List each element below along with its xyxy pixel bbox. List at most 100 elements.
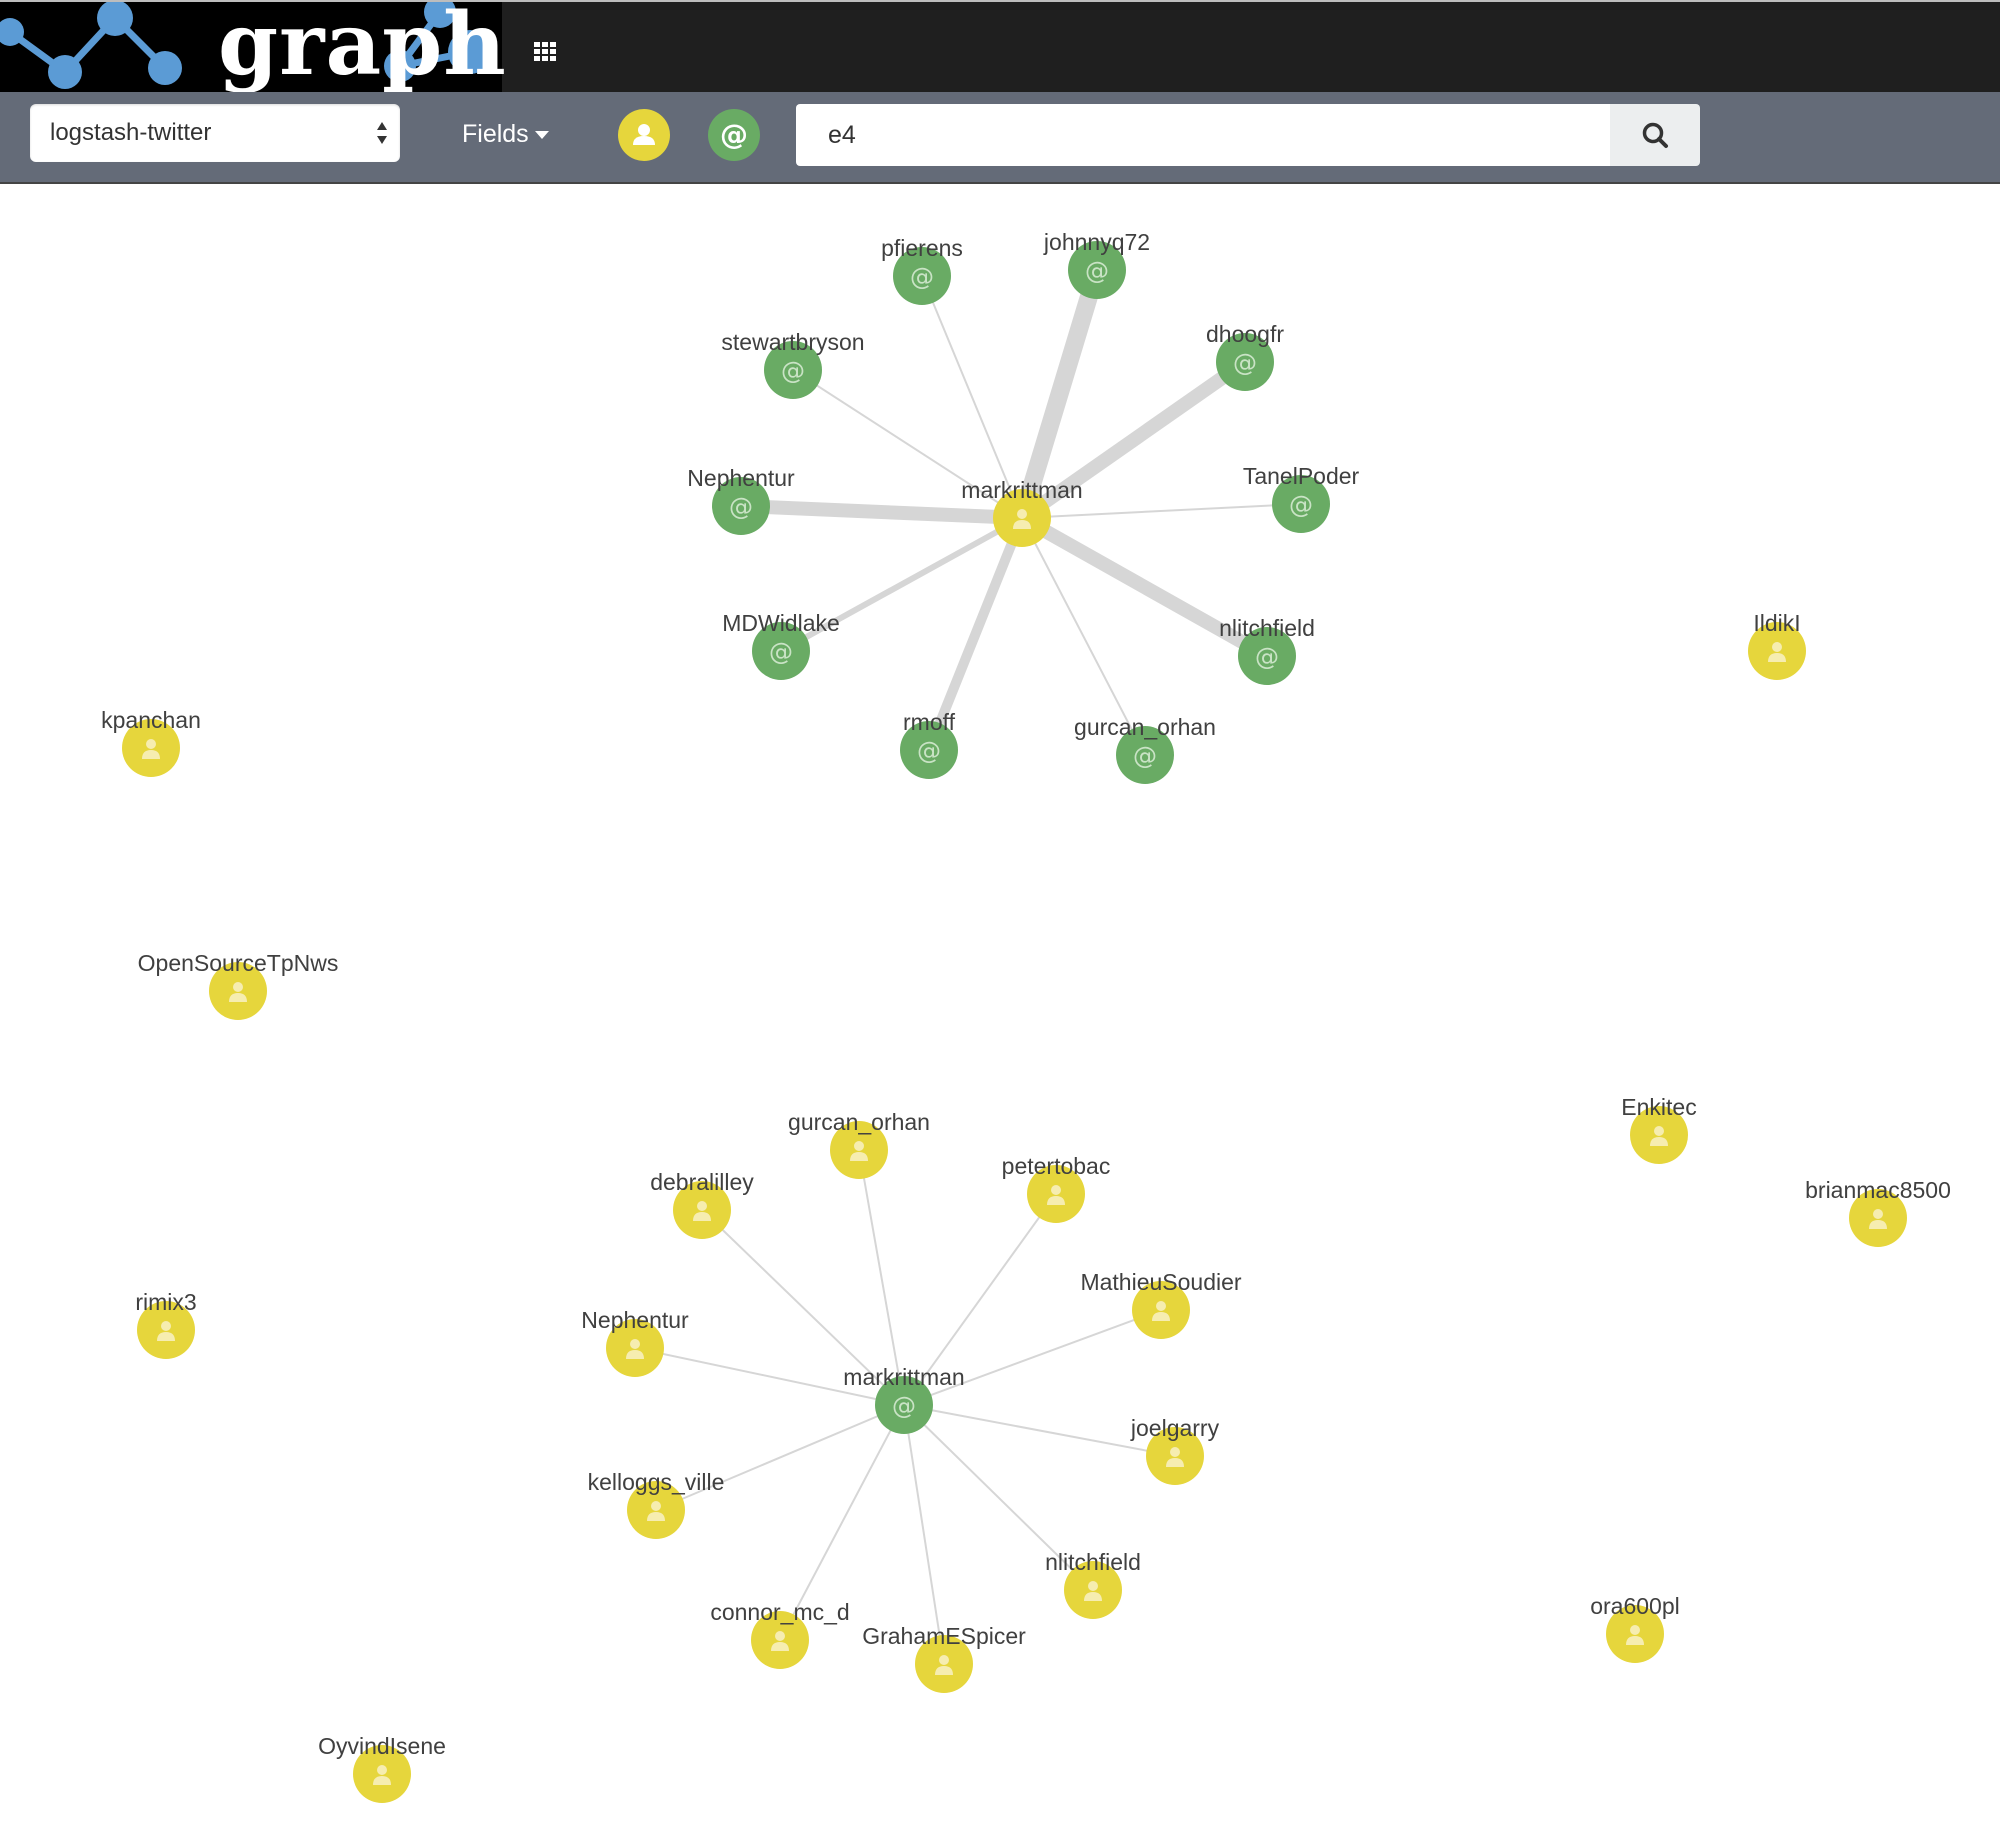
graph-node[interactable]: brianmac8500 (1805, 1177, 1951, 1247)
graph-edge[interactable] (1013, 261, 1106, 527)
graph-edge[interactable] (778, 515, 1025, 654)
person-icon (633, 124, 655, 145)
graph-edge[interactable] (1015, 511, 1274, 663)
node-label: dhoogfr (1206, 321, 1284, 347)
graph-edge[interactable] (924, 513, 1027, 755)
graph-node[interactable]: @MDWidlake (722, 610, 840, 680)
graph-node[interactable]: @stewartbryson (721, 329, 865, 399)
node-label: pfierens (881, 235, 963, 261)
graph-edge[interactable] (655, 1404, 905, 1511)
graph-node[interactable]: IldikI (1748, 610, 1806, 680)
person-icon (1626, 1625, 1644, 1645)
graph-node[interactable]: @pfierens (881, 235, 963, 305)
node-label: markrittman (961, 477, 1082, 503)
person-icon (1650, 1126, 1668, 1146)
graph-node[interactable]: markrittman (961, 477, 1083, 547)
graph-edge[interactable] (903, 1404, 1094, 1591)
graph-node[interactable]: @rmoff (900, 709, 958, 779)
graph-edge[interactable] (779, 1404, 905, 1641)
graph-node[interactable]: nlitchfield (1045, 1549, 1141, 1619)
graph-node[interactable]: debralilley (650, 1169, 754, 1239)
graph-node[interactable]: kpanchan (101, 707, 201, 777)
graph-node[interactable]: Nephentur (581, 1307, 689, 1377)
graph-node[interactable]: OyvindIsene (318, 1733, 446, 1803)
node-label: markrittman (843, 1364, 964, 1390)
node-label: OyvindIsene (318, 1733, 446, 1759)
at-sign-icon: @ (917, 737, 941, 765)
person-icon (157, 1321, 175, 1341)
graph-edge[interactable] (903, 1404, 1176, 1457)
person-icon (693, 1201, 711, 1221)
at-sign-icon: @ (1289, 491, 1313, 519)
graph-edge[interactable] (1015, 355, 1252, 525)
graph-node[interactable]: kelloggs_ville (588, 1469, 725, 1539)
graph-node[interactable]: connor_mc_d (710, 1599, 850, 1669)
graph-edge[interactable] (1021, 517, 1146, 756)
graph-edge[interactable] (903, 1193, 1057, 1406)
graph-svg[interactable]: markrittman@pfierens@johnnyq72@stewartbr… (0, 184, 2000, 1837)
fields-dropdown-button[interactable]: Fields (462, 112, 549, 156)
graph-node[interactable]: petertobac (1002, 1153, 1111, 1223)
top-navbar: graph (0, 0, 2000, 92)
graph-node[interactable]: @dhoogfr (1206, 321, 1284, 391)
graph-node[interactable]: ora600pl (1590, 1593, 1680, 1663)
node-label: stewartbryson (721, 329, 864, 355)
graph-edge[interactable] (792, 369, 1023, 519)
mention-node-circle[interactable] (712, 477, 770, 535)
graph-node[interactable]: @markrittman (843, 1364, 965, 1434)
index-select[interactable]: logstash-twitter (30, 104, 400, 162)
mention-node-circle[interactable] (893, 247, 951, 305)
search-input[interactable] (796, 104, 1610, 166)
person-icon (626, 1339, 644, 1359)
graph-node[interactable]: rimix3 (135, 1289, 197, 1359)
node-label: TanelPoder (1243, 463, 1360, 489)
mention-node-circle[interactable] (752, 622, 810, 680)
node-label: kpanchan (101, 707, 201, 733)
search-button[interactable] (1610, 104, 1700, 166)
mention-node-circle[interactable] (764, 341, 822, 399)
apps-grid-icon[interactable] (530, 36, 560, 66)
node-label: OpenSourceTpNws (138, 950, 339, 976)
app-logo[interactable]: graph (0, 2, 506, 92)
graph-node[interactable]: gurcan_orhan (788, 1109, 930, 1179)
graph-node[interactable]: GrahamESpicer (862, 1623, 1026, 1693)
graph-edge[interactable] (903, 1309, 1162, 1406)
graph-edge[interactable] (858, 1149, 905, 1406)
node-label: johnnyq72 (1043, 229, 1150, 255)
node-label: rmoff (903, 709, 956, 735)
graph-node[interactable]: @johnnyq72 (1043, 229, 1150, 299)
graph-edge[interactable] (903, 1404, 945, 1665)
graph-node[interactable]: OpenSourceTpNws (138, 950, 339, 1020)
at-sign-icon: @ (910, 263, 934, 291)
graph-node[interactable]: joelgarry (1130, 1415, 1220, 1485)
person-icon (1084, 1581, 1102, 1601)
mention-node-circle[interactable] (1116, 726, 1174, 784)
graph-edge[interactable] (634, 1347, 905, 1406)
mention-node-circle[interactable] (875, 1376, 933, 1434)
at-sign-icon: @ (1085, 257, 1109, 285)
graph-node[interactable]: @TanelPoder (1243, 463, 1360, 533)
graph-node[interactable]: @nlitchfield (1219, 615, 1315, 685)
node-label: joelgarry (1130, 1415, 1220, 1441)
graph-edge[interactable] (734, 499, 1029, 525)
at-sign-icon: @ (720, 118, 748, 151)
user-field-chip[interactable] (618, 109, 670, 161)
graph-node[interactable]: @Nephentur (687, 465, 795, 535)
edges-layer (634, 261, 1302, 1665)
graph-node[interactable]: @gurcan_orhan (1074, 714, 1216, 784)
node-label: MDWidlake (722, 610, 840, 636)
graph-node[interactable]: Enkitec (1621, 1094, 1697, 1164)
node-label: Nephentur (687, 465, 795, 491)
mention-node-circle[interactable] (1272, 475, 1330, 533)
graph-canvas[interactable]: markrittman@pfierens@johnnyq72@stewartbr… (0, 184, 2000, 1837)
graph-edge[interactable] (701, 1209, 905, 1406)
node-label: gurcan_orhan (788, 1109, 930, 1135)
graph-node[interactable]: MathieuSoudier (1080, 1269, 1242, 1339)
mention-node-circle[interactable] (1068, 241, 1126, 299)
graph-edge[interactable] (921, 275, 1023, 519)
mention-field-chip[interactable]: @ (708, 109, 760, 161)
mention-node-circle[interactable] (900, 721, 958, 779)
mention-node-circle[interactable] (1216, 333, 1274, 391)
graph-edge[interactable] (1021, 503, 1302, 519)
mention-node-circle[interactable] (1238, 627, 1296, 685)
